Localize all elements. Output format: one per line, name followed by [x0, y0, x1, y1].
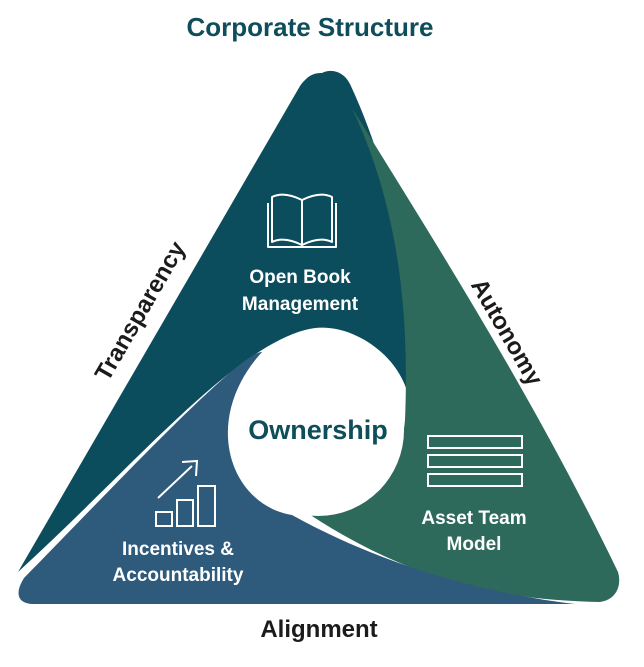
- segment-label-line1: Open Book: [249, 267, 351, 288]
- stacked-bars-icon: [427, 435, 523, 487]
- center-circle: [232, 344, 404, 516]
- center-label: Ownership: [248, 415, 388, 445]
- book-icon: [267, 193, 337, 248]
- segment-label-line2: Management: [242, 294, 359, 315]
- diagram-title: Corporate Structure: [186, 12, 433, 42]
- side-label-alignment: Alignment: [260, 616, 377, 643]
- growth-chart-icon: [155, 459, 216, 527]
- segment-incentives-accountability: [18, 352, 575, 604]
- segment-label-line2: Accountability: [113, 565, 244, 586]
- segment-label-line1: Asset Team: [421, 508, 526, 529]
- segment-label-line1: Incentives &: [122, 539, 234, 560]
- segment-asset-team-model: [300, 108, 620, 602]
- segment-label-line2: Model: [447, 534, 502, 555]
